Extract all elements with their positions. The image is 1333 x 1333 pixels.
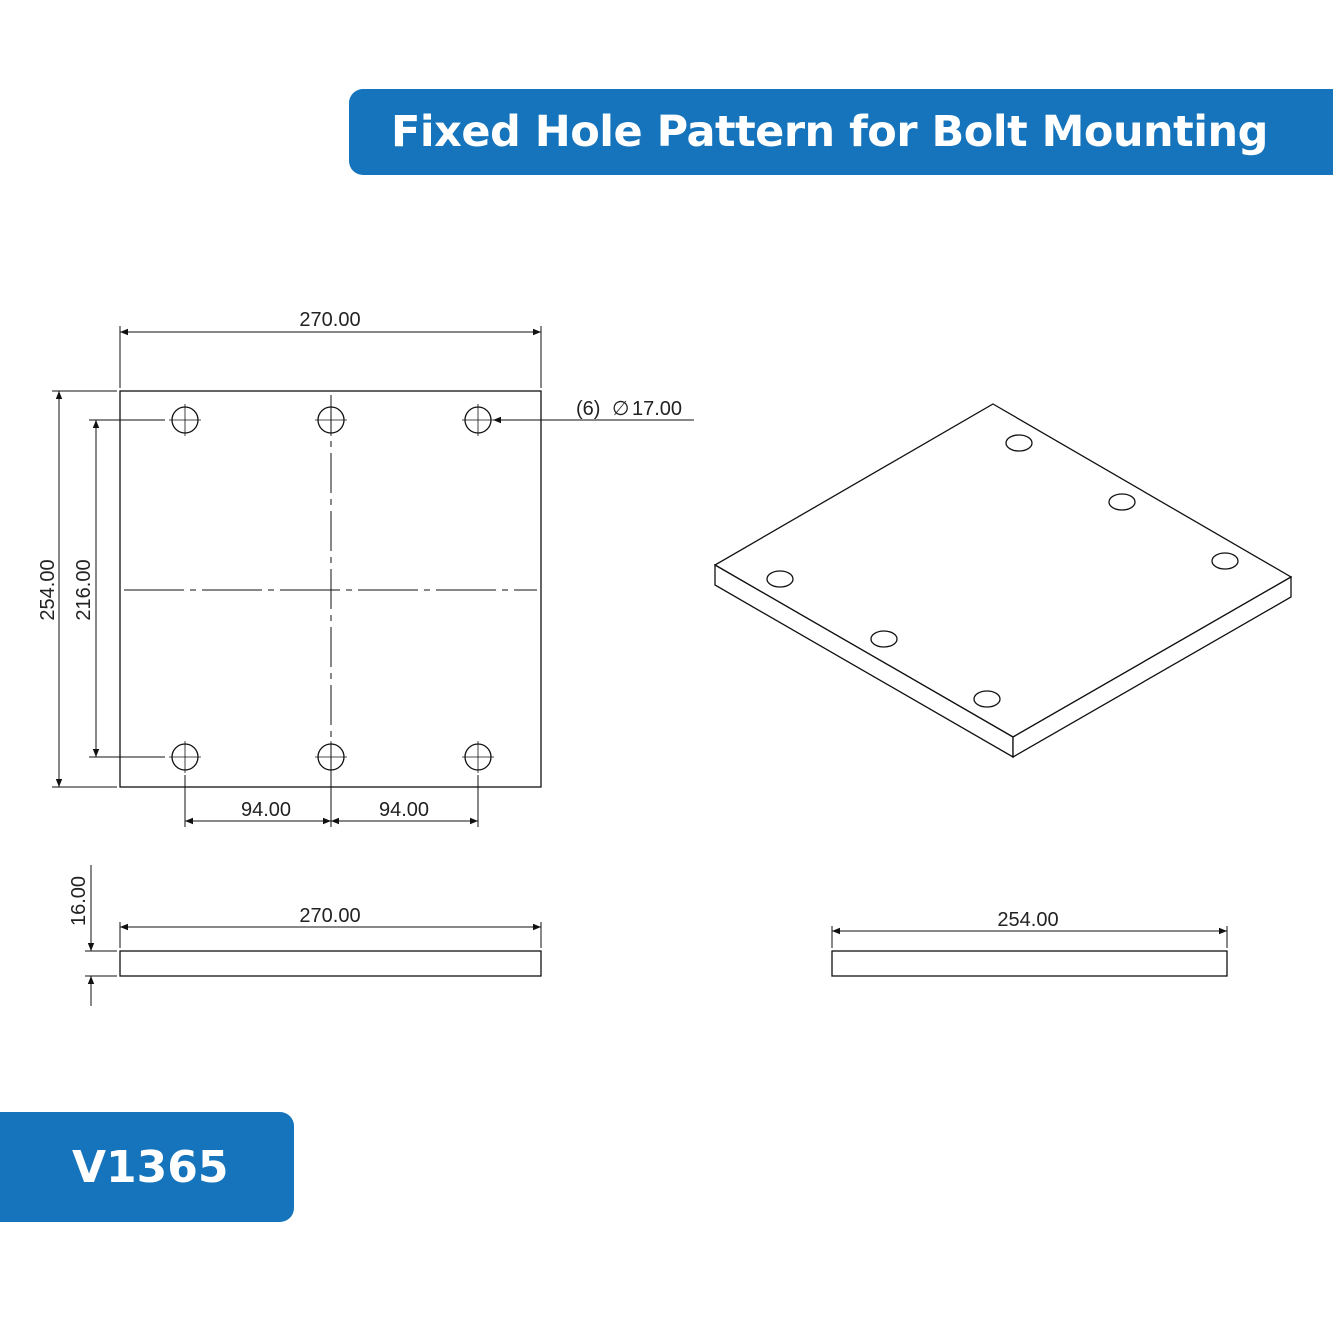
hole bbox=[462, 741, 494, 773]
page-title: Fixed Hole Pattern for Bolt Mounting bbox=[391, 107, 1268, 157]
dimension-thickness bbox=[85, 865, 117, 1006]
hole bbox=[315, 741, 347, 773]
hole bbox=[462, 404, 494, 436]
dimension-side-width bbox=[831, 926, 1228, 948]
dimension-front-width bbox=[119, 922, 542, 948]
hole bbox=[973, 690, 1001, 708]
hole bbox=[169, 404, 201, 436]
isometric-view bbox=[713, 403, 1293, 759]
dimension-thickness-label: 16.00 bbox=[68, 876, 90, 926]
dimension-hole-spacing-vertical bbox=[89, 419, 165, 758]
hole bbox=[870, 630, 898, 648]
dimension-side-width-label: 254.00 bbox=[997, 909, 1058, 931]
dimension-width-label: 270.00 bbox=[299, 309, 360, 331]
hole bbox=[315, 404, 347, 436]
side-view bbox=[831, 926, 1228, 977]
iso-right-face bbox=[1012, 575, 1292, 759]
hole bbox=[1211, 552, 1239, 570]
side-plate bbox=[831, 950, 1228, 977]
hole-callout-diameter: 17.00 bbox=[632, 398, 682, 420]
title-banner: Fixed Hole Pattern for Bolt Mounting bbox=[349, 89, 1333, 175]
dimension-width bbox=[119, 326, 542, 388]
iso-top-face bbox=[713, 403, 1293, 738]
dimension-hole-spacing-left-label: 94.00 bbox=[241, 799, 291, 821]
top-view bbox=[52, 326, 694, 827]
hole bbox=[1108, 493, 1136, 511]
dimension-height-label: 254.00 bbox=[37, 559, 59, 620]
hole bbox=[766, 570, 794, 588]
dimension-hole-spacing-vertical-label: 216.00 bbox=[73, 559, 95, 620]
hole bbox=[169, 741, 201, 773]
mounting-holes bbox=[169, 404, 494, 773]
dimension-hole-spacing-horizontal bbox=[184, 775, 479, 827]
hole-callout-count: (6) bbox=[576, 398, 600, 420]
dimension-front-width-label: 270.00 bbox=[299, 905, 360, 927]
dimension-hole-spacing-right-label: 94.00 bbox=[379, 799, 429, 821]
product-code: V1365 bbox=[72, 1141, 229, 1193]
diameter-symbol-icon: ∅ bbox=[612, 398, 629, 420]
iso-holes bbox=[766, 434, 1239, 708]
front-plate bbox=[119, 950, 542, 977]
hole bbox=[1005, 434, 1033, 452]
front-view bbox=[85, 865, 542, 1006]
dimension-height bbox=[52, 390, 117, 788]
product-code-badge: V1365 bbox=[0, 1112, 294, 1222]
